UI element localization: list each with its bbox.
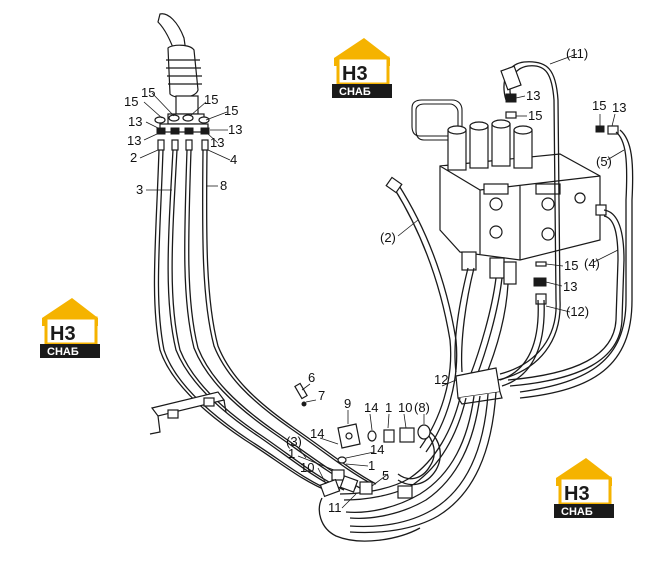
callout-1: 1: [368, 458, 375, 473]
callout-5: (5): [596, 154, 612, 169]
svg-text:СНАБ: СНАБ: [47, 346, 79, 358]
callout-1: 1: [385, 400, 392, 415]
svg-text:СНАБ: СНАБ: [339, 86, 371, 98]
callout-9: 9: [344, 396, 351, 411]
main-control-valve: [411, 99, 607, 285]
lower-hoses: [318, 391, 497, 542]
callout-13: 13: [210, 135, 224, 150]
callout-1: 1: [288, 446, 295, 461]
callout-7: 7: [318, 388, 325, 403]
joystick-fittings: [154, 114, 210, 151]
callout-3: 3: [136, 182, 143, 197]
callout-14: 14: [364, 400, 378, 415]
callout-15: 15: [204, 92, 218, 107]
callout-15: 15: [124, 94, 138, 109]
watermark-logo: H3 СНАБ: [40, 298, 100, 358]
callout-13: 13: [612, 100, 626, 115]
callout-15: 15: [224, 103, 238, 118]
callout-13: 13: [526, 88, 540, 103]
callout-13: 13: [563, 279, 577, 294]
callout-15: 15: [141, 85, 155, 100]
leader-lines: [139, 53, 625, 509]
left-hose-bundle: [153, 149, 377, 493]
callout-10: 10: [398, 400, 412, 415]
joystick-pilot-valve: [157, 13, 209, 133]
callout-2: 2: [130, 150, 137, 165]
callout-15: 15: [564, 258, 578, 273]
callout-13: 13: [128, 114, 142, 129]
callout-14: 14: [370, 442, 384, 457]
svg-text:H3: H3: [342, 63, 368, 85]
hose-clamp-bracket: [149, 391, 227, 435]
callout-3: (3): [286, 434, 302, 449]
callout-13: 13: [228, 122, 242, 137]
watermark-logo: H3 СНАБ: [554, 458, 614, 518]
callout-8: (8): [414, 400, 430, 415]
callout-10: 10: [300, 460, 314, 475]
callout-4: (4): [584, 256, 600, 271]
callout-5: 5: [382, 468, 389, 483]
callout-2: (2): [380, 230, 396, 245]
svg-text:H3: H3: [564, 483, 590, 505]
svg-text:H3: H3: [50, 323, 76, 345]
callout-11: (11): [566, 46, 588, 61]
callout-6: 6: [308, 370, 315, 385]
svg-text:СНАБ: СНАБ: [561, 506, 593, 518]
callout-15: 15: [592, 98, 606, 113]
lower-manifold: [294, 382, 431, 499]
callout-11: 11: [328, 500, 342, 515]
callout-12: 12: [434, 372, 448, 387]
callout-13: 13: [127, 133, 141, 148]
callout-15: 15: [528, 108, 542, 123]
callout-8: 8: [220, 178, 227, 193]
callout-14: 14: [310, 426, 324, 441]
callout-12: (12): [566, 304, 589, 319]
callout-labels: 15 15 15 15 13 13 13 13 2 3 4 8 (11) 13 …: [124, 46, 626, 515]
callout-4: 4: [230, 152, 237, 167]
watermark-logo: H3 СНАБ: [332, 38, 392, 98]
